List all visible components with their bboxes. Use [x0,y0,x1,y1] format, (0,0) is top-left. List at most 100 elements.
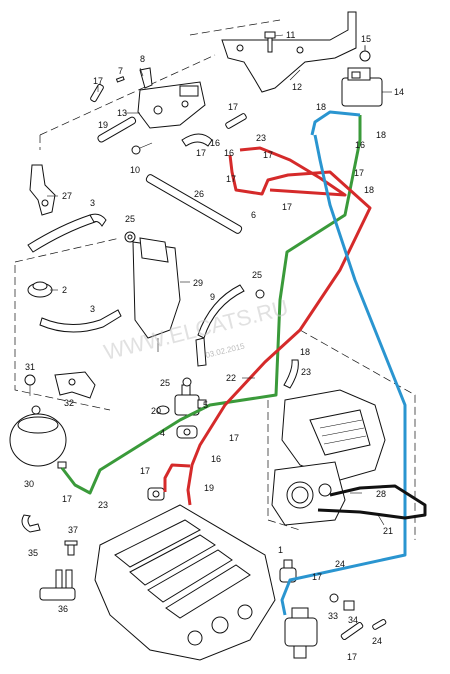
callout-17-e: 17 [354,168,364,178]
hose-17-upper [225,113,247,129]
callout-13: 13 [117,108,127,118]
callout-24-a: 24 [335,559,345,569]
callout-33: 33 [328,611,338,621]
callout-14: 14 [394,87,404,97]
callout-25-a: 25 [125,214,135,224]
callout-20: 20 [151,406,161,416]
callout-17-a: 17 [93,76,103,86]
valve-5 [174,384,207,416]
sensor-36 [39,569,76,601]
route-red [163,146,372,506]
bolt-11 [264,31,276,53]
callout-22: 22 [226,373,236,383]
callout-8: 8 [140,54,145,64]
callout-18-c: 18 [364,185,374,195]
valve-bottom [284,607,318,659]
hose-8 [139,67,153,89]
callout-17-d: 17 [263,150,273,160]
callout-17-c: 17 [196,148,206,158]
valve-14 [341,67,383,107]
callout-17-j: 17 [62,494,72,504]
grommet-25-top [124,231,136,243]
bolt-37 [64,540,78,556]
callout-3-a: 3 [90,198,95,208]
hose-18-mid [283,359,299,389]
callout-15: 15 [361,34,371,44]
callout-27: 27 [62,191,72,201]
callout-10: 10 [130,165,140,175]
grommet-2 [27,281,53,298]
callout-30: 30 [24,479,34,489]
callout-23-a: 23 [256,133,266,143]
grommet-25-mid [182,377,192,387]
hose-26 [145,174,243,234]
callout-23-b: 23 [301,367,311,377]
callout-18-a: 18 [316,102,326,112]
callout-17-l: 17 [347,652,357,662]
throttle-housing-upper [281,389,386,481]
hose-3-upper [27,213,107,253]
route-green [60,115,362,495]
pipe-35 [21,514,41,533]
callout-21: 21 [383,526,393,536]
hose-17-top [90,83,104,103]
bracket-12 [221,11,357,93]
bolt-33 [329,593,339,603]
callout-23-c: 23 [98,500,108,510]
callout-2: 2 [62,285,67,295]
callout-28: 28 [376,489,386,499]
callout-17-h: 17 [229,433,239,443]
bracket-32 [54,371,96,399]
callout-17-f: 17 [226,174,236,184]
hose-24-bottom [372,619,387,630]
callout-6: 6 [251,210,256,220]
hose-16-upper [181,133,213,147]
callout-4: 4 [160,428,165,438]
bolt-31 [24,374,36,396]
callout-labels: 11 15 8 7 17 12 14 17 13 18 19 23 18 16 … [24,30,404,662]
callout-17-b: 17 [228,102,238,112]
callout-16-d: 16 [211,454,221,464]
clip-20 [156,405,170,415]
nut-34 [343,600,355,611]
callout-9: 9 [210,292,215,302]
callout-16-b: 16 [224,148,234,158]
callout-35: 35 [28,548,38,558]
callout-12: 12 [292,82,302,92]
clip-25-mid [255,289,265,299]
callout-24-b: 24 [372,636,382,646]
connector-19-lower [147,487,165,501]
watermark: WWW.ELCATS.RU [101,295,290,365]
callout-17-i: 17 [140,466,150,476]
hose-9 [195,284,245,367]
callout-16-a: 16 [210,138,220,148]
callout-25-b: 25 [252,270,262,280]
hose-7 [115,76,125,83]
hose-19-top [97,116,137,143]
bracket-27 [29,164,56,216]
reservoir-29 [132,237,181,352]
leader-lines [47,34,392,526]
callout-1: 1 [278,545,283,555]
hose-3-lower [39,309,122,333]
date-stamp: 03.02.2015 [205,341,247,360]
callout-16-c: 16 [355,140,365,150]
route-blue [280,110,407,616]
screw-10 [131,142,153,155]
callout-3-b: 3 [90,304,95,314]
callout-19-b: 19 [204,483,214,493]
callout-7: 7 [118,66,123,76]
hose-17-bottom [340,621,364,641]
callout-5: 5 [203,400,208,410]
route-black [317,484,427,520]
callout-32: 32 [64,398,74,408]
holder-4 [176,425,198,439]
callout-34: 34 [348,615,358,625]
intake-manifold [94,504,276,661]
callout-36: 36 [58,604,68,614]
callout-17-g: 17 [282,202,292,212]
callout-37: 37 [68,525,78,535]
callout-31: 31 [25,362,35,372]
